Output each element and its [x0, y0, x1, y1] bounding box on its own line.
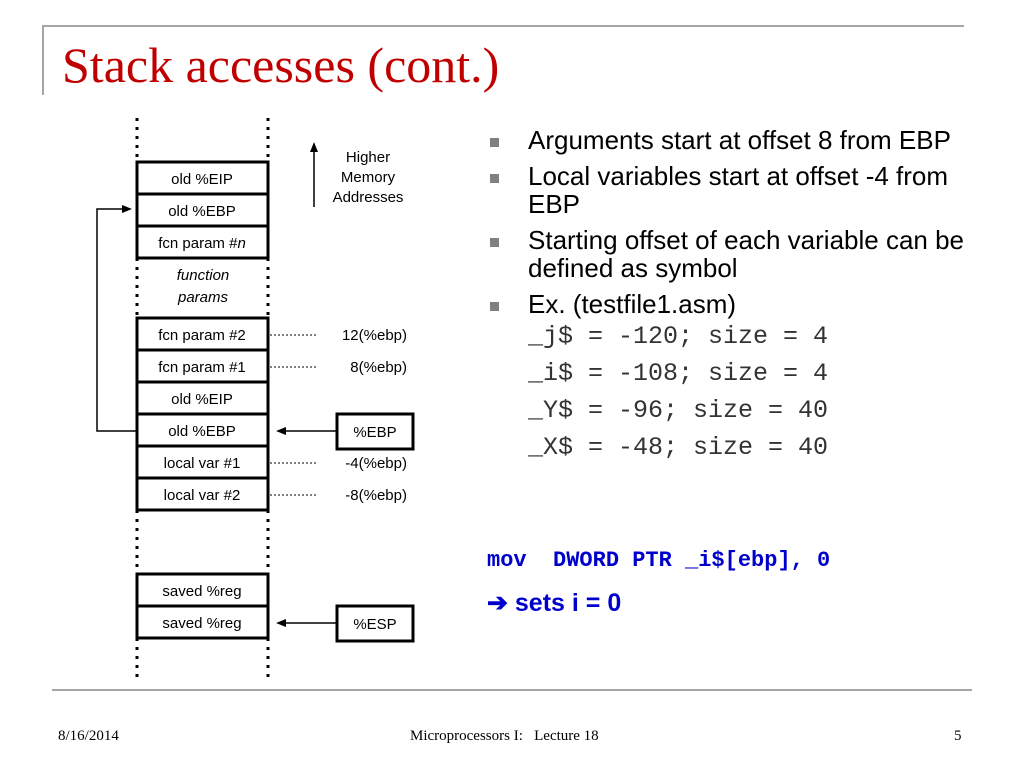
cell-local-var-1: local var #1: [164, 455, 241, 472]
offset-label-minus-4: -4(%ebp): [345, 455, 407, 472]
cell-old-ebp: old %EBP: [168, 423, 236, 440]
example-line: _j$ = -120; size = 4: [528, 322, 829, 351]
example-symbol-list: _j$ = -120; size = 4 _i$ = -108; size = …: [528, 318, 986, 466]
offset-label-minus-8: -8(%ebp): [345, 487, 407, 504]
bullet-list: Arguments start at offset 8 from EBP Loc…: [486, 126, 986, 474]
example-line: _X$ = -48; size = 40: [528, 433, 829, 462]
footer-title: Microprocessors I: Lecture 18: [410, 728, 599, 744]
code-instruction: mov DWORD PTR _i$[ebp], 0: [487, 548, 831, 573]
stack-diagram: old %EIP old %EBP fcn param #n fcn param…: [96, 118, 415, 680]
cell-local-var-2: local var #2: [164, 487, 241, 504]
function-params-label-2: params: [177, 289, 229, 306]
footer-page-number: 5: [954, 728, 962, 744]
bullet-square-icon: [490, 138, 499, 147]
cell-fcn-param-n: fcn param #n: [158, 235, 246, 252]
left-rule: [42, 25, 44, 95]
bullet-text: Starting offset of each variable can be …: [528, 225, 965, 283]
bullet-square-icon: [490, 174, 499, 183]
bullet-text: Ex. (testfile1.asm): [528, 289, 737, 319]
higher-memory-label-2: Memory: [341, 169, 396, 186]
footer-rule: [52, 689, 972, 691]
cell-fcn-param-1: fcn param #1: [158, 359, 246, 376]
bullet-item: Local variables start at offset -4 from …: [486, 162, 986, 218]
slide-title: Stack accesses (cont.): [62, 37, 500, 93]
cell-fcn-param-2: fcn param #2: [158, 327, 246, 344]
ebp-register-box: [335, 412, 415, 451]
higher-memory-arrowhead: [310, 142, 318, 152]
higher-memory-label-1: Higher: [346, 149, 390, 166]
bullet-text: Arguments start at offset 8 from EBP: [528, 125, 951, 155]
bullet-item: Starting offset of each variable can be …: [486, 226, 986, 282]
esp-register-label: %ESP: [353, 616, 396, 633]
footer-date: 8/16/2014: [58, 728, 119, 744]
bullet-square-icon: [490, 302, 499, 311]
bullet-square-icon: [490, 238, 499, 247]
offset-label-12: 12(%ebp): [342, 327, 407, 344]
saved-ebp-link: [96, 208, 137, 432]
cell-saved-reg-2: saved %reg: [162, 615, 241, 632]
stack-block-upper: [135, 160, 270, 260]
ebp-pointer-arrowhead: [276, 427, 286, 435]
saved-ebp-link-arrowhead: [122, 205, 132, 213]
bullet-item: Arguments start at offset 8 from EBP: [486, 126, 986, 154]
example-line: _i$ = -108; size = 4: [528, 359, 829, 388]
esp-pointer-arrowhead: [276, 619, 286, 627]
cell-fcn-param-n-text: fcn param #: [158, 235, 238, 252]
esp-register-box: [335, 604, 415, 643]
cell-old-ebp-top: old %EBP: [168, 203, 236, 220]
top-rule: [42, 25, 964, 27]
function-params-label-1: function: [177, 267, 230, 284]
bullet-text: Local variables start at offset -4 from …: [528, 161, 949, 219]
ebp-register-label: %EBP: [353, 424, 396, 441]
example-line: _Y$ = -96; size = 40: [528, 396, 829, 425]
code-result: ➔ sets i = 0: [487, 589, 622, 617]
cell-old-eip: old %EIP: [171, 391, 233, 408]
bullet-item: Ex. (testfile1.asm) _j$ = -120; size = 4…: [486, 290, 986, 466]
cell-fcn-param-n-suffix: n: [237, 235, 245, 252]
offset-label-8: 8(%ebp): [350, 359, 407, 376]
cell-saved-reg-1: saved %reg: [162, 583, 241, 600]
cell-old-eip-top: old %EIP: [171, 171, 233, 188]
higher-memory-label-3: Addresses: [333, 189, 404, 206]
